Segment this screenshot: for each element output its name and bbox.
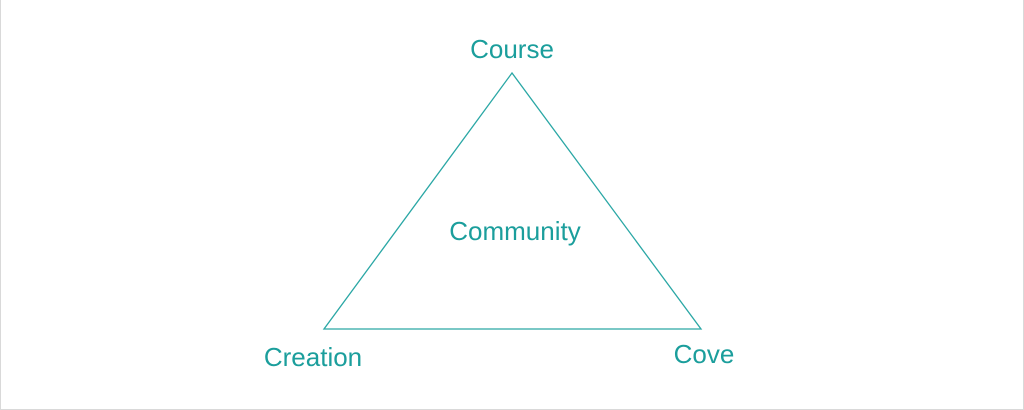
node-label-center: Community bbox=[449, 216, 581, 246]
node-label-bottom-left: Creation bbox=[263, 342, 363, 372]
node-label-top: Course bbox=[470, 34, 554, 64]
triangle-shape bbox=[322, 71, 703, 330]
node-label-bottom-right: Cove bbox=[673, 339, 735, 369]
